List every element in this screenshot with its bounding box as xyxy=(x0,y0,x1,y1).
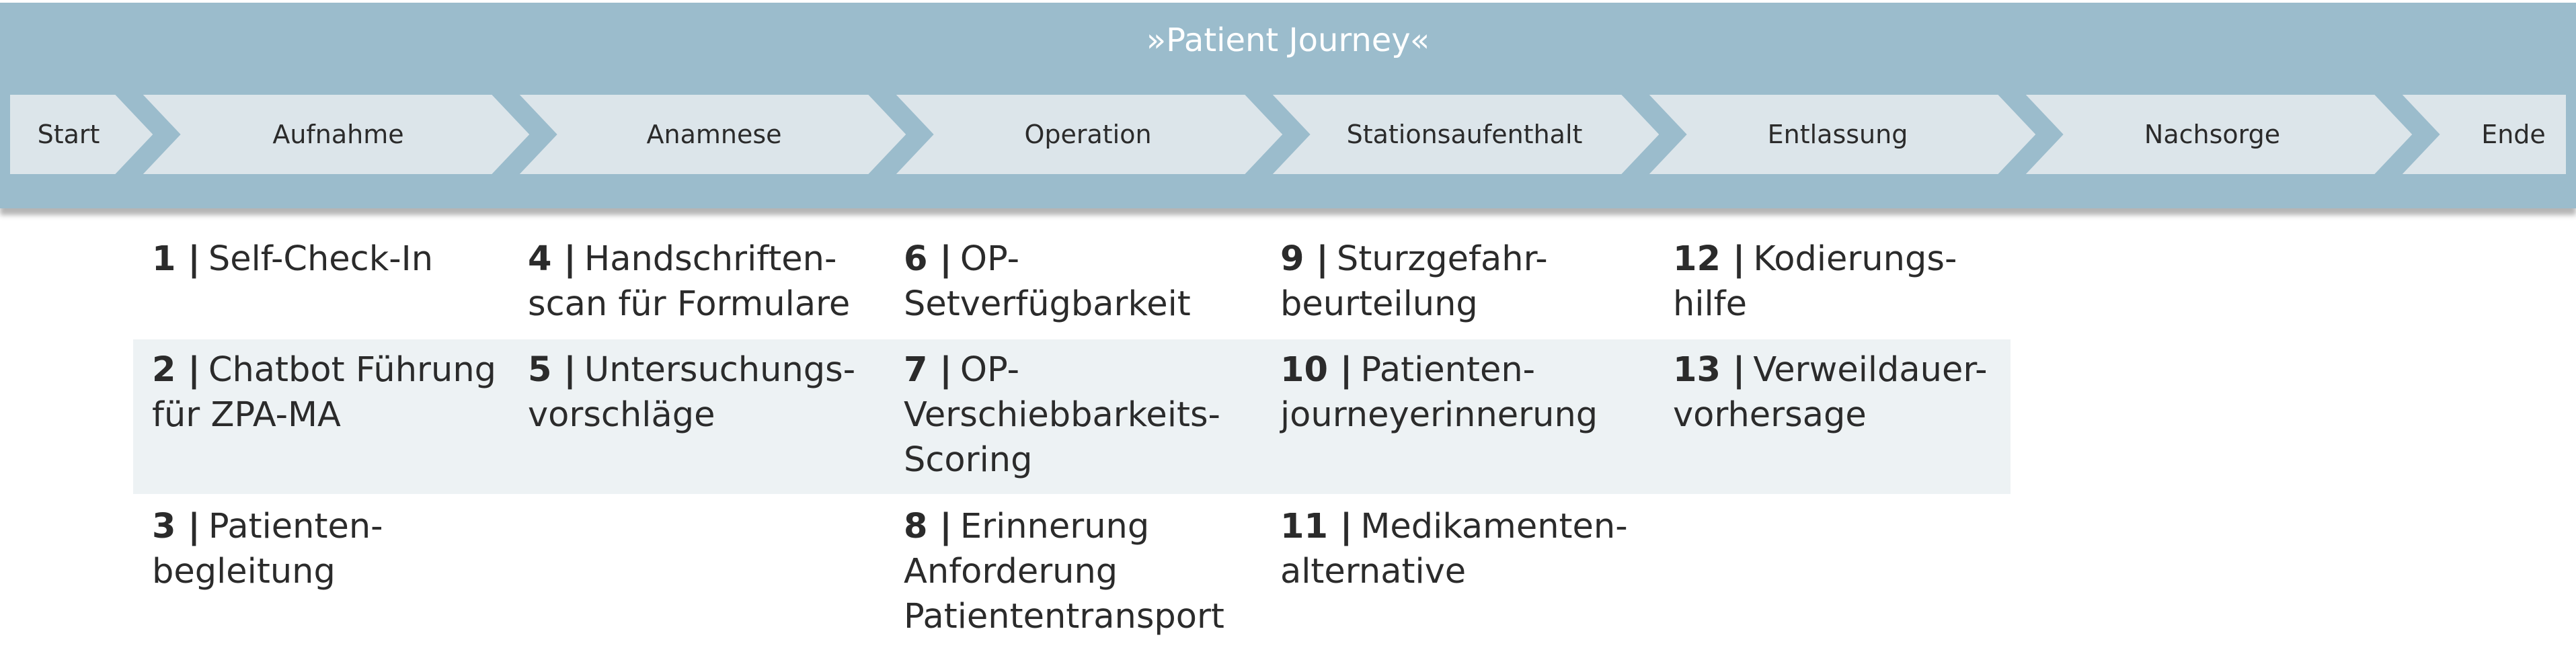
use-case-number: 9 | xyxy=(1280,239,1329,279)
use-case-text: Verschiebbarkeits- xyxy=(904,395,1220,435)
stage-label-operation: Operation xyxy=(1024,120,1152,149)
stage-chevron-ende xyxy=(2365,85,2576,184)
use-case-text: Chatbot Führung xyxy=(208,350,497,390)
use-case-text: Anforderung xyxy=(904,552,1118,591)
use-case-number: 2 | xyxy=(152,350,200,390)
use-case-number: 8 | xyxy=(904,507,952,546)
stage-label-nachsorge: Nachsorge xyxy=(2144,120,2281,149)
use-case-text: journeyerinnerung xyxy=(1280,395,1598,435)
use-case-number: 6 | xyxy=(904,239,952,279)
stage-label-ende: Ende xyxy=(2481,120,2546,149)
use-case-text: Setverfügbarkeit xyxy=(904,284,1191,324)
use-case-2: 2 |Chatbot Führung für ZPA-MA xyxy=(152,347,496,438)
stage-label-aufnahme: Aufnahme xyxy=(272,120,404,149)
use-case-number: 4 | xyxy=(528,239,576,279)
use-case-text: Handschriften- xyxy=(584,239,837,279)
stage-chevron-nachsorge xyxy=(1988,85,2440,184)
use-case-11: 11 |Medikamenten-alternative xyxy=(1280,504,1628,594)
use-case-text: für ZPA-MA xyxy=(152,395,341,435)
use-case-9: 9 |Sturzgefahr-beurteilung xyxy=(1280,237,1548,327)
use-case-text: Kodierungs- xyxy=(1753,239,1957,279)
use-case-text: OP- xyxy=(960,239,1020,279)
use-case-text: Erinnerung xyxy=(960,507,1150,546)
use-case-text: Self-Check-In xyxy=(208,239,434,279)
stage-label-anamnese: Anamnese xyxy=(646,120,782,149)
stage-chevron-aufnahme xyxy=(106,85,557,184)
use-case-12: 12 |Kodierungs-hilfe xyxy=(1673,237,1957,327)
use-case-number: 10 | xyxy=(1280,350,1353,390)
use-case-4: 4 |Handschriften-scan für Formulare xyxy=(528,237,850,327)
use-case-text: scan für Formulare xyxy=(528,284,851,324)
use-case-3: 3 |Patienten-begleitung xyxy=(152,504,383,594)
stage-chevron-anamnese xyxy=(482,85,934,184)
use-case-text: beurteilung xyxy=(1280,284,1478,324)
use-case-text: vorhersage xyxy=(1673,395,1867,435)
use-case-13: 13 |Verweildauer-vorhersage xyxy=(1673,347,1988,438)
use-case-text: Patiententransport xyxy=(904,597,1224,636)
use-case-text: hilfe xyxy=(1673,284,1747,324)
stage-chevron-entlassung xyxy=(1612,85,2064,184)
use-case-10: 10 |Patienten-journeyerinnerung xyxy=(1280,347,1598,438)
use-case-5: 5 |Untersuchungs-vorschläge xyxy=(528,347,855,438)
use-case-text: Medikamenten- xyxy=(1360,507,1628,546)
use-case-text: alternative xyxy=(1280,552,1467,591)
use-case-text: Untersuchungs- xyxy=(584,350,856,390)
use-case-text: Scoring xyxy=(904,440,1033,480)
use-case-text: Patienten- xyxy=(208,507,383,546)
use-case-text: Verweildauer- xyxy=(1753,350,1988,390)
use-case-number: 13 | xyxy=(1673,350,1746,390)
journey-title: »Patient Journey« xyxy=(1146,22,1430,59)
stage-label-start: Start xyxy=(37,120,100,149)
use-case-6: 6 |OP- Setverfügbarkeit xyxy=(904,237,1191,327)
use-case-text: OP- xyxy=(960,350,1020,390)
use-case-7: 7 |OP- Verschiebbarkeits- Scoring xyxy=(904,347,1220,483)
use-case-number: 7 | xyxy=(904,350,952,390)
use-case-text: Sturzgefahr- xyxy=(1336,239,1548,279)
use-case-1: 1 |Self-Check-In xyxy=(152,237,433,282)
use-case-text: begleitung xyxy=(152,552,336,591)
stage-chevron-operation xyxy=(859,85,1311,184)
use-case-number: 1 | xyxy=(152,239,200,279)
use-case-text: vorschläge xyxy=(528,395,715,435)
use-case-number: 3 | xyxy=(152,507,200,546)
use-case-number: 11 | xyxy=(1280,507,1353,546)
stage-label-stationsaufenthalt: Stationsaufenthalt xyxy=(1346,120,1583,149)
stage-chevron-stationsaufenthalt xyxy=(1235,85,1687,184)
stage-chevron-row xyxy=(0,85,2576,184)
use-case-text: Patienten- xyxy=(1360,350,1536,390)
stage-label-entlassung: Entlassung xyxy=(1767,120,1908,149)
use-case-number: 5 | xyxy=(528,350,576,390)
row-highlight-band xyxy=(133,339,2011,494)
use-case-number: 12 | xyxy=(1673,239,1746,279)
